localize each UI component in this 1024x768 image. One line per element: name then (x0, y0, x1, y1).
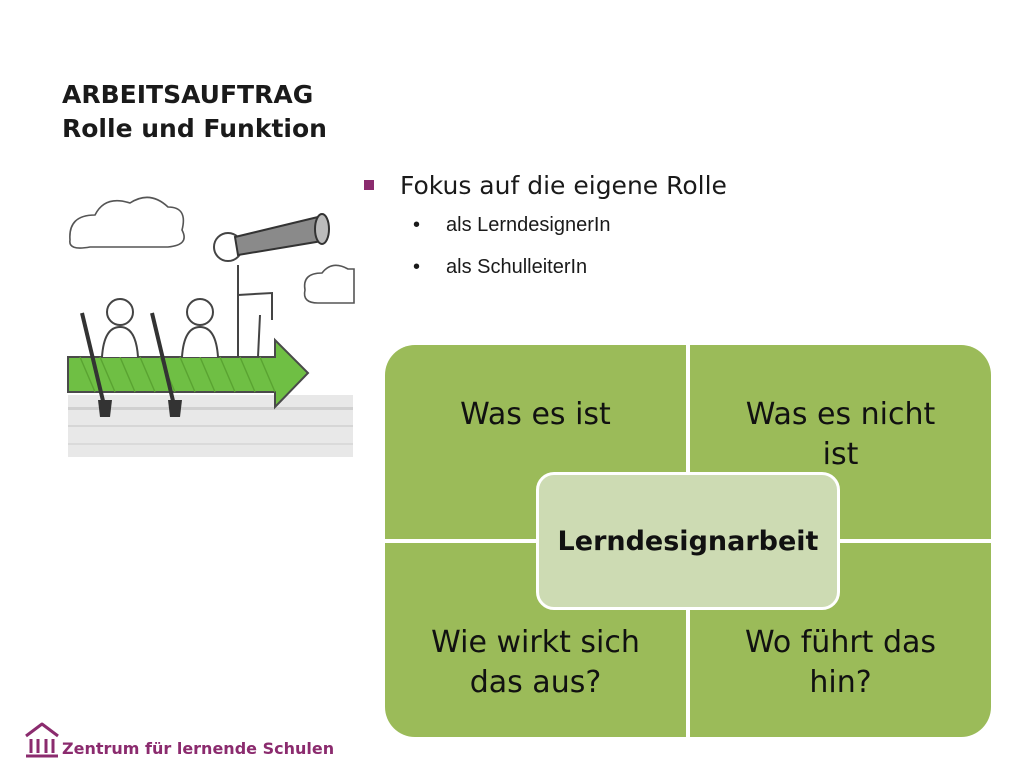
square-bullet-icon (364, 180, 374, 190)
quadrant-top-left-label: Was es ist (460, 397, 611, 432)
bullet-sub-2: • als SchulleiterIn (362, 246, 727, 288)
title-line-1: ARBEITSAUFTRAG (62, 80, 314, 109)
quadrant-bottom-left-label: Wie wirkt sich das aus? (431, 625, 640, 700)
center-label: Lerndesignarbeit (557, 525, 819, 557)
bullet-sub-1-text: als LerndesignerIn (446, 214, 611, 236)
quadrant-matrix: Was es ist Was es nicht ist Wie wirkt si… (385, 345, 991, 737)
slide-title: ARBEITSAUFTRAG Rolle und Funktion (62, 78, 327, 146)
bullet-sub-2-text: als SchulleiterIn (446, 256, 588, 278)
quadrant-top-right-label: Was es nicht ist (745, 397, 936, 472)
bullet-sub-1: • als LerndesignerIn (362, 204, 727, 246)
bullet-main-text: Fokus auf die eigene Rolle (400, 171, 727, 200)
dot-bullet-icon: • (413, 256, 421, 278)
bullet-main: Fokus auf die eigene Rolle (362, 168, 727, 204)
title-line-2: Rolle und Funktion (62, 114, 327, 143)
quadrant-bottom-right: Wo führt das hin? (690, 543, 991, 737)
school-building-icon (25, 722, 59, 758)
quadrant-bottom-right-label: Wo führt das hin? (744, 625, 937, 700)
rowing-team-illustration (60, 185, 360, 465)
footer-logo: Zentrum für lernende Schulen (24, 722, 334, 762)
bullet-list: Fokus auf die eigene Rolle • als Lerndes… (362, 168, 727, 288)
dot-bullet-icon: • (413, 214, 421, 236)
center-label-box: Lerndesignarbeit (536, 472, 840, 610)
logo-text: Zentrum für lernende Schulen (62, 739, 335, 758)
